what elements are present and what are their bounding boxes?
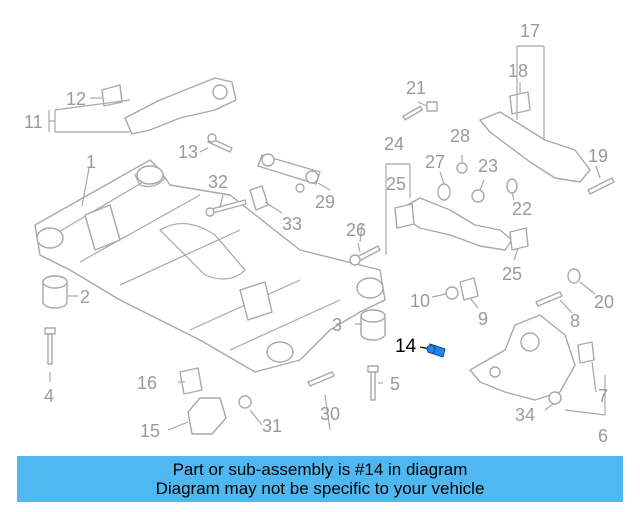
label-13: 13	[178, 142, 198, 162]
leader-lines	[48, 45, 606, 431]
label-21: 21	[406, 78, 426, 98]
label-11: 11	[24, 112, 43, 132]
label-4: 4	[44, 386, 54, 406]
nut-31-part	[238, 395, 252, 409]
callout-labels: 1 2 3 4 5 6 7 8 9 10 11 12 13 14 15 16 1…	[24, 21, 614, 446]
bushing-2-part	[42, 275, 68, 309]
label-28: 28	[450, 126, 470, 146]
label-10: 10	[410, 291, 430, 311]
label-3: 3	[332, 315, 342, 335]
label-5: 5	[390, 374, 400, 394]
label-16: 16	[137, 373, 157, 393]
label-18: 18	[508, 61, 528, 81]
label-20: 20	[594, 292, 614, 312]
bolt-4-part	[44, 327, 56, 365]
label-2: 2	[80, 287, 90, 307]
label-19: 19	[588, 146, 608, 166]
label-9: 9	[478, 309, 488, 329]
bolt-8-part	[535, 291, 563, 307]
banner-line-disclaimer: Diagram may not be specific to your vehi…	[155, 479, 485, 498]
label-14: 14	[395, 336, 417, 357]
label-22: 22	[512, 199, 532, 219]
bushing-16-part	[179, 367, 203, 395]
bolt-14-highlight-icon	[419, 343, 446, 358]
bolt-21-part	[402, 101, 438, 121]
label-1: 1	[86, 152, 96, 172]
knuckle-part	[469, 314, 595, 401]
bracket-9-part	[459, 277, 479, 301]
label-17: 17	[520, 21, 540, 41]
nut-23-part	[471, 189, 485, 203]
bolt-30-part	[307, 371, 335, 387]
label-7: 7	[598, 386, 608, 406]
nut-part	[295, 183, 305, 193]
subframe-part	[34, 159, 386, 373]
info-banner: Part or sub-assembly is #14 in diagram D…	[17, 456, 623, 502]
nut-28-part	[456, 162, 468, 174]
nut-10-part	[445, 286, 459, 300]
camber-arm-part	[394, 197, 529, 251]
washer-22-part	[506, 178, 518, 194]
label-24: 24	[384, 134, 404, 154]
label-25a: 25	[386, 174, 406, 194]
nut-34-part	[548, 391, 562, 405]
link-29-part	[257, 153, 321, 185]
bolt-32-part	[205, 199, 247, 217]
label-32: 32	[208, 172, 228, 192]
label-30: 30	[320, 404, 340, 424]
label-15: 15	[140, 421, 160, 441]
mount-15-part	[187, 397, 227, 435]
bolt-19-part	[587, 177, 615, 195]
bolt-13-part	[207, 133, 233, 153]
lower-control-arm-part	[479, 91, 591, 183]
washer-27-part	[437, 183, 451, 201]
label-27: 27	[425, 152, 445, 172]
label-29: 29	[315, 192, 335, 212]
label-34: 34	[515, 405, 535, 425]
label-6: 6	[598, 426, 608, 446]
bolt-26-part	[349, 245, 381, 266]
label-12: 12	[66, 89, 86, 109]
bushing-20-part	[567, 268, 581, 284]
rear-suspension-diagram: 1 2 3 4 5 6 7 8 9 10 11 12 13 14 15 16 1…	[24, 21, 615, 446]
label-26: 26	[346, 220, 366, 240]
upper-control-arm-part	[101, 77, 237, 135]
bushing-3-part	[360, 309, 386, 341]
label-25b: 25	[502, 264, 522, 284]
banner-line-part-info: Part or sub-assembly is #14 in diagram	[172, 460, 468, 479]
label-33: 33	[282, 214, 302, 234]
label-23: 23	[478, 156, 498, 176]
label-8: 8	[570, 311, 580, 331]
bolt-5-part	[367, 365, 379, 401]
bracket-33-part	[249, 185, 269, 211]
label-31: 31	[262, 416, 282, 436]
